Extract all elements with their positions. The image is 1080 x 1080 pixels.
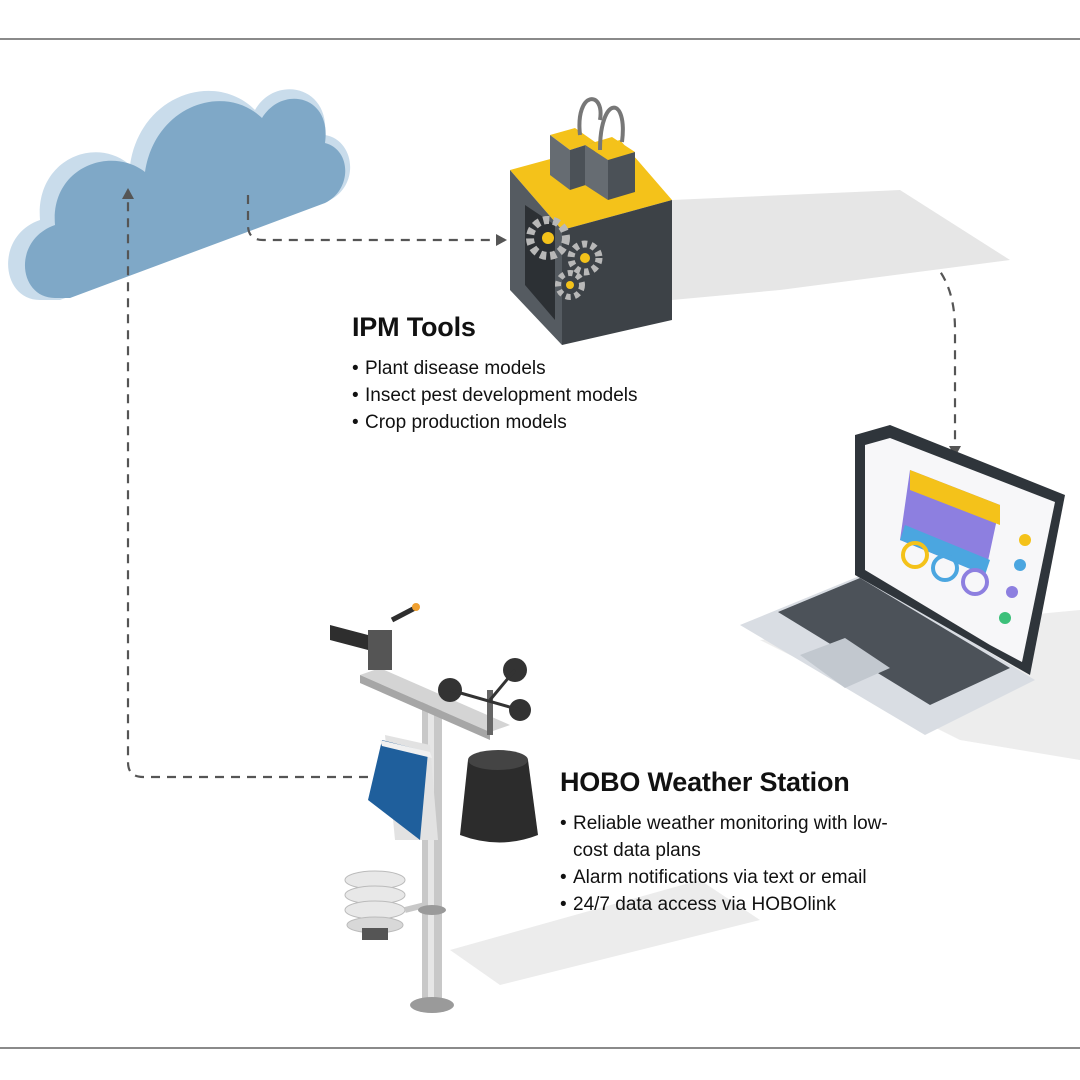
radiation-shield [344, 870, 426, 940]
ipm-tools-list: Plant disease models Insect pest develop… [352, 355, 638, 436]
ipm-tools-title: IPM Tools [352, 312, 476, 342]
station-item: Reliable weather monitoring with low-cos… [560, 810, 918, 864]
station-item: Alarm notifications via text or email [560, 864, 960, 891]
bottom-border-line [0, 1047, 1080, 1049]
top-border-line [0, 38, 1080, 40]
cloud-icon [8, 89, 351, 301]
ipm-item: Insect pest development models [352, 382, 638, 409]
ipm-server-box-icon [510, 97, 1010, 345]
arrow-cloud-to-ipm [246, 195, 507, 246]
ipm-item: Crop production models [352, 409, 638, 436]
laptop-icon [740, 425, 1080, 760]
weather-station-title: HOBO Weather Station [560, 767, 850, 797]
station-item: 24/7 data access via HOBOlink [560, 891, 960, 918]
ipm-item: Plant disease models [352, 355, 638, 382]
arrow-station-to-cloud [122, 188, 400, 779]
ipm-tools-label: IPM Tools Plant disease models Insect pe… [352, 312, 638, 436]
weather-station-list: Reliable weather monitoring with low-cos… [560, 810, 960, 918]
weather-station-label: HOBO Weather Station Reliable weather mo… [560, 767, 960, 918]
gears-icon [526, 216, 603, 300]
